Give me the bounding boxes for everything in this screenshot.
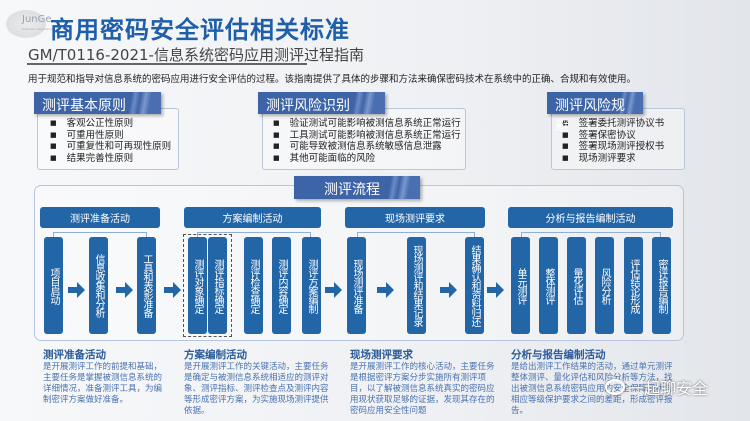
list-item: 可重复性和可再现性原则 bbox=[50, 141, 178, 153]
group-header-prepare: 测评准备活动 bbox=[40, 207, 160, 228]
arrow-right-icon bbox=[68, 282, 85, 298]
connector bbox=[53, 232, 147, 238]
logo-text: JunGe bbox=[22, 14, 52, 25]
list-item: 其他可能面临的风险 bbox=[273, 153, 465, 165]
arrow-right-icon bbox=[325, 282, 342, 298]
step: 测评检查确定 bbox=[244, 237, 263, 334]
step: 测评指标确定 bbox=[208, 237, 227, 334]
step: 现场测评和结果记录 bbox=[407, 237, 426, 334]
note-report: 分析与报告编制活动 是给出测评工作结果的活动，通过单元测评整体测评、量化评估和风… bbox=[511, 347, 676, 417]
note-title: 现场测评要求 bbox=[350, 349, 413, 361]
list-item: 客观公正性原则 bbox=[50, 118, 178, 130]
connector bbox=[357, 232, 475, 238]
step: 密评报告编制 bbox=[652, 237, 671, 334]
list-item: 可能导致被测信息系统敏感信息泄露 bbox=[273, 141, 465, 153]
flow-title: 测评流程 bbox=[294, 176, 420, 199]
note-title: 分析与报告编制活动 bbox=[511, 349, 606, 361]
note-title: 方案编制活动 bbox=[184, 349, 247, 361]
step: 工具和表影准备 bbox=[137, 237, 156, 334]
connector bbox=[521, 232, 661, 238]
list-item: 结果完善性原则 bbox=[50, 153, 178, 165]
step: 单元测评 bbox=[511, 237, 530, 334]
step: 整体测评 bbox=[539, 237, 558, 334]
list-item: 工具测试可能影响被测信息系统正常运行 bbox=[273, 130, 465, 142]
step: 测评内容确定 bbox=[272, 237, 291, 334]
list-item: 可重用性原则 bbox=[50, 130, 178, 142]
arrow-right-icon bbox=[377, 282, 394, 298]
card-risk-avoid-title: 测评风险规避 bbox=[547, 92, 643, 134]
step: 项目启动 bbox=[44, 237, 63, 334]
step: 结果确认和资料归还 bbox=[465, 237, 484, 334]
arrow-right-icon bbox=[487, 282, 504, 298]
group-header-plan: 方案编制活动 bbox=[184, 207, 321, 228]
card-principles: 客观公正性原则 可重用性原则 可重复性和可再现性原则 结果完善性原则 bbox=[37, 108, 179, 170]
note-text: 是开展测评工作的关键活动，主要任务是确定与被测信息系统相适应的测评对象、测评指标… bbox=[184, 362, 329, 416]
step: 评估结论形成 bbox=[624, 237, 643, 334]
note-text: 是开展测评工作的前提和基础，主要任务是掌握被测信息系统的详细情况，准备测评工具，… bbox=[43, 362, 163, 405]
list-item: 验证测试可能影响被测信息系统正常运行 bbox=[273, 118, 465, 130]
dashed-group bbox=[183, 234, 232, 337]
arrow-right-icon bbox=[440, 282, 457, 298]
watermark-text: 一起聊安全 bbox=[628, 379, 709, 398]
step: 信息收集和分析 bbox=[89, 237, 108, 334]
note-text: 是给出测评工作结果的活动，通过单元测评整体测评、量化评估和风险分析等方法，找出被… bbox=[511, 362, 673, 416]
group-header-onsite: 现场测评要求 bbox=[345, 207, 485, 228]
step: 现场测评准备 bbox=[347, 237, 366, 334]
list-item: 签署现场测评授权书 bbox=[562, 141, 684, 153]
note-text: 是开展测评工作的核心活动，主要任务是根据密评方案分步实施所有测评项目，以了解被测… bbox=[350, 362, 495, 416]
list-item: 现场测评要求 bbox=[562, 153, 684, 165]
step: 风险分析 bbox=[595, 237, 614, 334]
subtitle-underline bbox=[27, 63, 307, 65]
card-principles-title: 测评基本原则 bbox=[34, 92, 161, 114]
card-risk-identify-title: 测评风险识别 bbox=[258, 92, 385, 114]
note-prepare: 测评准备活动 是开展测评工作的前提和基础，主要任务是掌握被测信息系统的详细情况，… bbox=[43, 347, 166, 406]
wechat-icon bbox=[605, 379, 625, 395]
step: 量化评估 bbox=[567, 237, 586, 334]
step: 测评对象确定 bbox=[188, 237, 207, 334]
card-risk-avoid: 签署委托测评协议书 签署保密协议 签署现场测评授权书 现场测评要求 bbox=[551, 108, 685, 170]
arrow-right-icon bbox=[116, 282, 133, 298]
group-header-report: 分析与报告编制活动 bbox=[508, 207, 673, 228]
logo-subtext: business integration bbox=[22, 27, 53, 31]
page-subtitle: GM/T0116-2021-信息系统密码应用测评过程指南 bbox=[28, 46, 364, 64]
connector bbox=[197, 232, 311, 238]
watermark: 一起聊安全 bbox=[605, 375, 708, 399]
note-plan: 方案编制活动 是开展测评工作的关键活动，主要任务是确定与被测信息系统相适应的测评… bbox=[184, 347, 332, 417]
list-item: 签署委托测评协议书 bbox=[562, 118, 684, 130]
step: 测评方案编制 bbox=[302, 237, 321, 334]
page-description: 用于规范和指导对信息系统的密码应用进行安全评估的过程。该指南提供了具体的步骤和方… bbox=[28, 74, 637, 85]
logo bbox=[6, 10, 46, 38]
card-risk-identify: 验证测试可能影响被测信息系统正常运行 工具测试可能影响被测信息系统正常运行 可能… bbox=[262, 108, 466, 170]
note-title: 测评准备活动 bbox=[43, 349, 106, 361]
page-title: 商用密码安全评估相关标准 bbox=[50, 15, 350, 44]
arrow-right-icon bbox=[164, 282, 181, 298]
note-onsite: 现场测评要求 是开展测评工作的核心活动，主要任务是根据密评方案分步实施所有测评项… bbox=[350, 347, 500, 417]
list-item: 签署保密协议 bbox=[562, 130, 684, 142]
